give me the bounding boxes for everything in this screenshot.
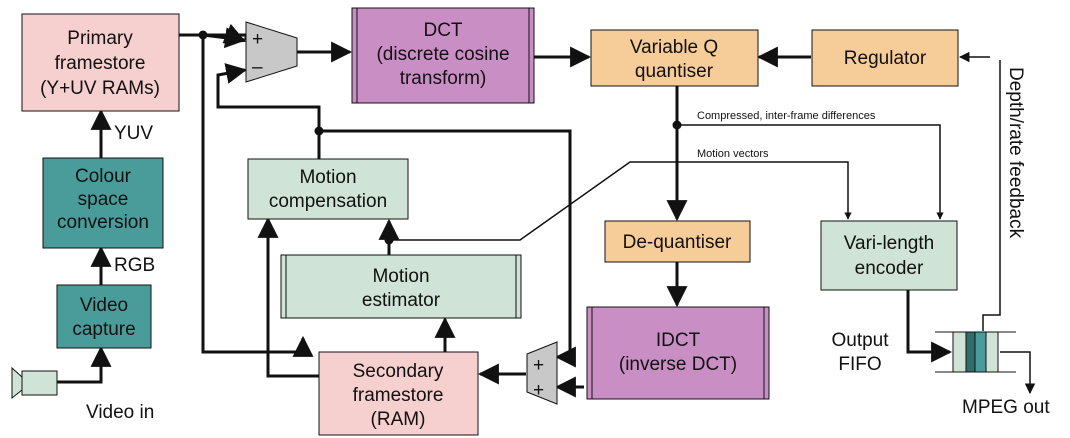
signal-lines	[57, 23, 1036, 398]
wire-into-plus-arrow	[202, 27, 247, 49]
video-in-label: Video in	[86, 402, 154, 423]
subtractor-icon: + –	[245, 21, 298, 83]
video-capture-line1: Video	[80, 295, 128, 316]
motion-estimator-box: Motion estimator	[280, 254, 522, 319]
variable-q-line1: Variable Q	[630, 37, 718, 58]
variable-q-box: Variable Q quantiser	[590, 29, 759, 87]
colour-space-line2: space	[78, 189, 129, 210]
adder-icon: + +	[526, 341, 558, 405]
variable-q-line2: quantiser	[635, 61, 714, 82]
wire-secondary-compensation	[257, 216, 319, 378]
wire-camera-capture	[57, 345, 112, 384]
primary-framestore-line1: Primary	[67, 28, 133, 49]
camera-icon	[11, 366, 58, 400]
output-fifo-line2: FIFO	[838, 354, 881, 375]
idct-line2: (inverse DCT)	[619, 354, 737, 375]
vari-length-line2: encoder	[855, 258, 924, 279]
dct-line1: DCT	[423, 20, 462, 41]
video-capture-box: Video capture	[56, 284, 152, 349]
dct-box: DCT (discrete cosine transform)	[351, 7, 535, 104]
regulator-box: Regulator	[811, 29, 959, 87]
rgb-label: RGB	[114, 255, 155, 276]
wire-encoder-fifo	[906, 290, 953, 363]
wire-fifo-out	[1000, 351, 1036, 395]
motion-compensation-box: Motion compensation	[247, 158, 409, 220]
depth-rate-label: Depth/rate feedback	[1005, 67, 1026, 239]
idct-line1: IDCT	[656, 330, 701, 351]
primary-framestore-line2: framestore	[55, 53, 146, 74]
wire-depth-feedback	[982, 60, 1001, 331]
subtractor-minus: –	[252, 57, 263, 78]
adder-plus-top: +	[533, 355, 544, 376]
secondary-framestore-line1: Secondary	[353, 361, 444, 382]
thin-lines	[389, 60, 1001, 331]
colour-space-line1: Colour	[75, 166, 132, 187]
mpeg-out-label: MPEG out	[962, 397, 1050, 418]
motion-estimator-line1: Motion	[372, 266, 429, 287]
vari-length-line1: Vari-length	[844, 233, 934, 254]
junction-primary	[198, 30, 208, 40]
idct-box: IDCT (inverse DCT)	[586, 306, 770, 400]
regulator-label: Regulator	[844, 48, 927, 69]
wire-primary-estimator	[201, 35, 314, 357]
video-capture-line2: capture	[72, 319, 135, 340]
dct-line2: (discrete cosine	[376, 44, 509, 65]
primary-framestore-line3: (Y+UV RAMs)	[40, 78, 160, 99]
colour-space-box: Colour space conversion	[42, 157, 164, 249]
vari-length-box: Vari-length encoder	[820, 220, 958, 291]
motion-compensation-line1: Motion	[299, 167, 356, 188]
secondary-framestore-line2: framestore	[353, 385, 444, 406]
primary-framestore-box: Primary framestore (Y+UV RAMs)	[21, 13, 180, 112]
dequantiser-label: De-quantiser	[623, 232, 732, 253]
wire-node-adder	[319, 129, 576, 368]
output-fifo-icon	[935, 331, 1016, 373]
secondary-framestore-line3: (RAM)	[371, 409, 426, 430]
motion-compensation-line2: compensation	[269, 191, 387, 212]
adder-plus-bottom: +	[533, 380, 544, 401]
junction-compensation	[314, 126, 324, 136]
colour-space-line3: conversion	[57, 212, 149, 233]
wire-node-subtractor	[216, 63, 321, 131]
junction-quantiser	[672, 120, 682, 130]
compressed-label: Compressed, inter-frame differences	[697, 110, 876, 122]
subtractor-plus: +	[252, 29, 263, 50]
output-fifo-line1: Output	[831, 330, 889, 351]
motion-vectors-label: Motion vectors	[697, 148, 769, 160]
wire-compressed-diffs	[677, 124, 944, 220]
dequantiser-box: De-quantiser	[604, 220, 751, 263]
junction-dots	[198, 30, 682, 245]
wire-motion-vectors	[389, 161, 852, 241]
motion-estimator-line2: estimator	[362, 290, 441, 311]
dct-line3: transform)	[400, 68, 487, 89]
junction-estimator	[384, 235, 394, 245]
yuv-label: YUV	[114, 123, 153, 144]
secondary-framestore-box: Secondary framestore (RAM)	[318, 351, 479, 436]
